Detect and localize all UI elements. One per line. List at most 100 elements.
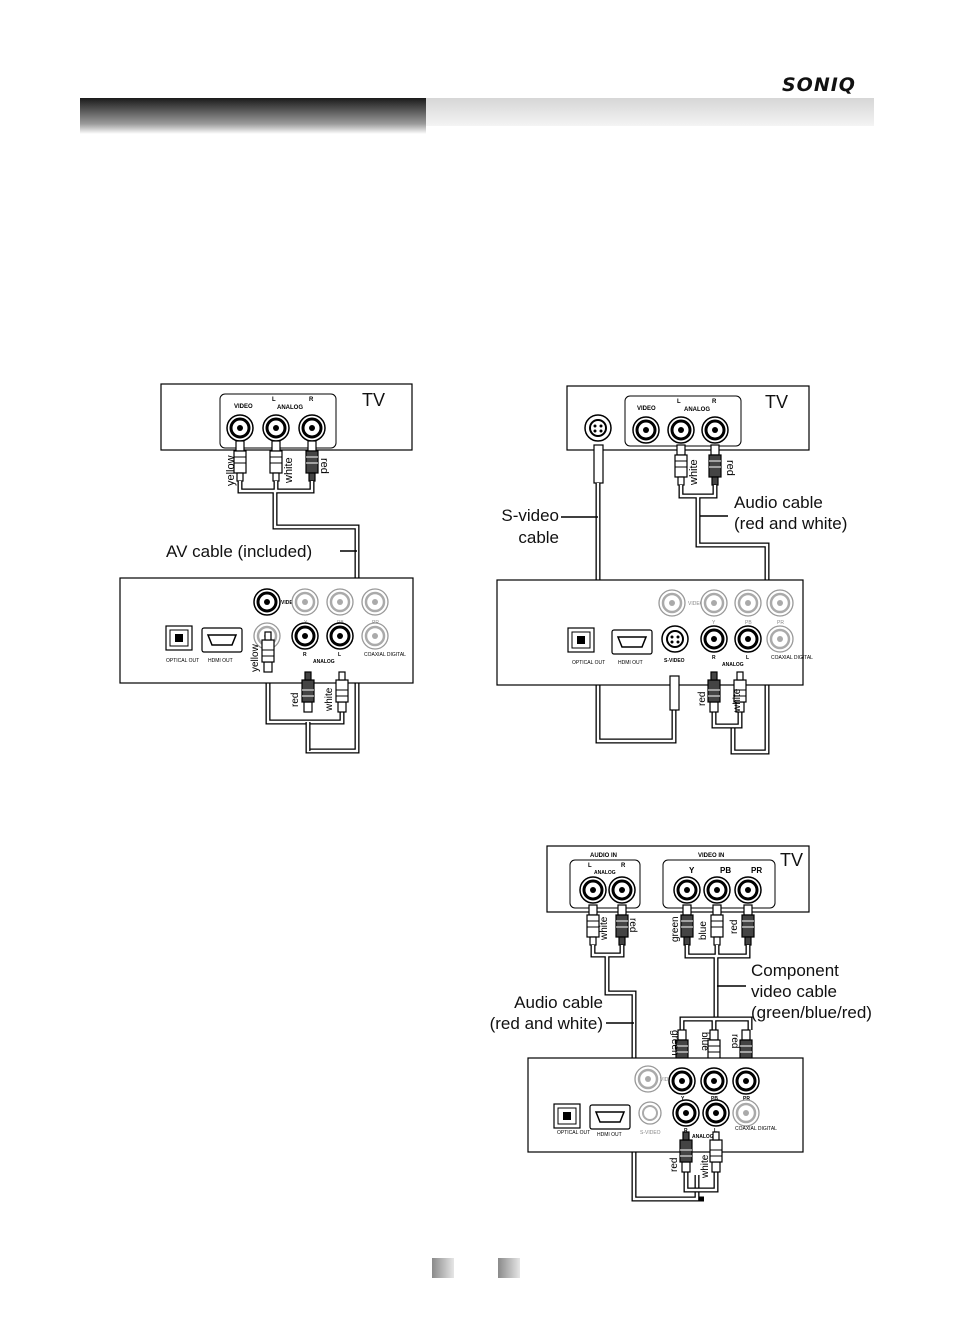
player2-y-label: Y [712, 620, 716, 626]
player2-r-label: R [712, 655, 716, 661]
player3-y-label: Y [681, 1096, 685, 1102]
player1-white-wire-label: white [324, 687, 335, 712]
player3-pb-label: PB [711, 1096, 718, 1102]
tv3-green-wire-label: green [670, 916, 681, 942]
header-bar-light [426, 98, 874, 126]
player2-analog-label: ANALOG [722, 662, 744, 668]
component-cable [685, 945, 750, 1019]
player2-svideo-plug [669, 675, 680, 711]
av-cable-label: AV cable (included) [166, 542, 313, 561]
component-label-line1: Component [751, 961, 839, 980]
player1-video-jack [252, 587, 282, 617]
brand-logo: SONIQ [782, 74, 856, 96]
player2-pb-label: PB [745, 620, 752, 626]
player2-hdmi-label: HDMI OUT [618, 660, 643, 666]
player1-optical-label: OPTICAL OUT [166, 658, 199, 664]
player2-r-jack [699, 624, 729, 654]
tv1-white-wire-label: white [283, 457, 295, 484]
player1-yellow-wire-label: yellow [250, 643, 261, 672]
tv2-analog-label: ANALOG [684, 407, 710, 413]
tv2-white-plug [674, 444, 688, 486]
tv2-l-jack [666, 415, 696, 445]
tv2-red-plug [708, 444, 722, 486]
player1-optical-port [165, 625, 193, 651]
player2-pr-label: PR [777, 620, 784, 626]
tv3-analog-label: ANALOG [594, 870, 616, 876]
tv2-red-wire-label: red [724, 460, 736, 476]
player2-l-jack [733, 624, 763, 654]
svideo-label-line1: S-video [501, 506, 559, 525]
tv1-l-jack [261, 413, 291, 443]
tv1-video-label: VIDEO [234, 404, 253, 410]
tv1-l-label: L [272, 397, 276, 403]
player2-coaxial-label: COAXIAL DIGITAL [771, 655, 813, 661]
player3-red-bottom-label: red [669, 1158, 680, 1172]
player1-analog-label: ANALOG [313, 659, 335, 665]
player3-red-wire-label: red [729, 1034, 740, 1048]
tv3-y-label: Y [689, 866, 695, 875]
tv3-red-wire-label: red [627, 918, 638, 932]
tv2-l-label: L [677, 399, 681, 405]
player2-video-label: VIDEO [688, 601, 704, 607]
tv2-r-jack [700, 415, 730, 445]
player3-pb-jack [699, 1066, 729, 1096]
player3-svideo-label: S-VIDEO [640, 1130, 661, 1136]
player1-red-wire-label: red [290, 693, 301, 707]
tv2-svideo-plug [593, 444, 604, 484]
footer-block-right [498, 1258, 520, 1278]
audio2-label-line1: Audio cable [734, 493, 823, 512]
tv3-r-label: R [621, 863, 626, 869]
tv2-label: TV [765, 392, 789, 412]
tv3-pr-label: PR [751, 866, 762, 875]
player2-l-label: L [746, 655, 749, 661]
player2-red-wire-label: red [697, 692, 708, 706]
tv3-pb-jack [702, 875, 732, 905]
player1-l-label: L [338, 652, 341, 658]
tv2-r-label: R [712, 399, 717, 405]
player1-hdmi-port [201, 627, 243, 653]
player3-pr-jack [731, 1066, 761, 1096]
tv1-yellow-wire-label: yellow [225, 455, 237, 486]
player1-r-jack [290, 621, 320, 651]
player2-optical-label: OPTICAL OUT [572, 660, 605, 666]
component-label-line2: video cable [751, 982, 838, 1001]
player3-optical-label: OPTICAL OUT [557, 1130, 590, 1136]
player3-hdmi-port [589, 1104, 631, 1130]
player1-video-label: VIDEO [281, 600, 297, 606]
tv1-analog-label: ANALOG [277, 405, 303, 411]
player1-r-label: R [303, 652, 307, 658]
player3-analog-label: ANALOG [692, 1134, 714, 1140]
player3-l-label: L [714, 1128, 717, 1134]
diagram2: VIDEO L R ANALOG white red VIDEO Y PB PR [496, 385, 813, 755]
tv2-video-label: VIDEO [637, 406, 656, 412]
diagram1: VIDEO L R ANALOG yellow white red VIDEO … [119, 383, 414, 754]
player1-coaxial-label: COAXIAL DIGITAL [364, 652, 406, 658]
tv3-video-in-label: VIDEO IN [698, 853, 724, 859]
tv3-l-jack [578, 875, 608, 905]
player1-l-jack [325, 621, 355, 651]
diagram3: AUDIO IN VIDEO IN L R ANALOG Y PB PR whi… [527, 845, 810, 1202]
player3-y-jack [667, 1066, 697, 1096]
audio2-label-line2: (red and white) [734, 514, 848, 533]
audio3-label-line2: (red and white) [489, 1014, 603, 1033]
tv3-pb-label: PB [720, 866, 731, 875]
header-bar-dark [80, 98, 426, 134]
tv1-red-plug [305, 440, 319, 482]
player3-white-bottom-label: white [700, 1154, 711, 1179]
player3-green-wire-label: green [669, 1030, 680, 1056]
tv1-red-wire-label: red [318, 458, 330, 474]
footer-block-left [432, 1258, 454, 1278]
tv3-l-label: L [588, 863, 592, 869]
player3-r-label: R [684, 1128, 688, 1134]
tv3-y-jack [672, 875, 702, 905]
player3-blue-wire-label: blue [699, 1032, 710, 1051]
svideo-label-line2: cable [518, 528, 559, 547]
tv1-white-plug [269, 440, 283, 482]
tv1-r-label: R [309, 397, 314, 403]
tv3-pr-jack [733, 875, 763, 905]
tv3-label: TV [780, 850, 804, 870]
player2-hdmi-port [611, 629, 653, 655]
player3-optical-port [553, 1103, 581, 1129]
tv2-white-wire-label: white [688, 459, 700, 486]
